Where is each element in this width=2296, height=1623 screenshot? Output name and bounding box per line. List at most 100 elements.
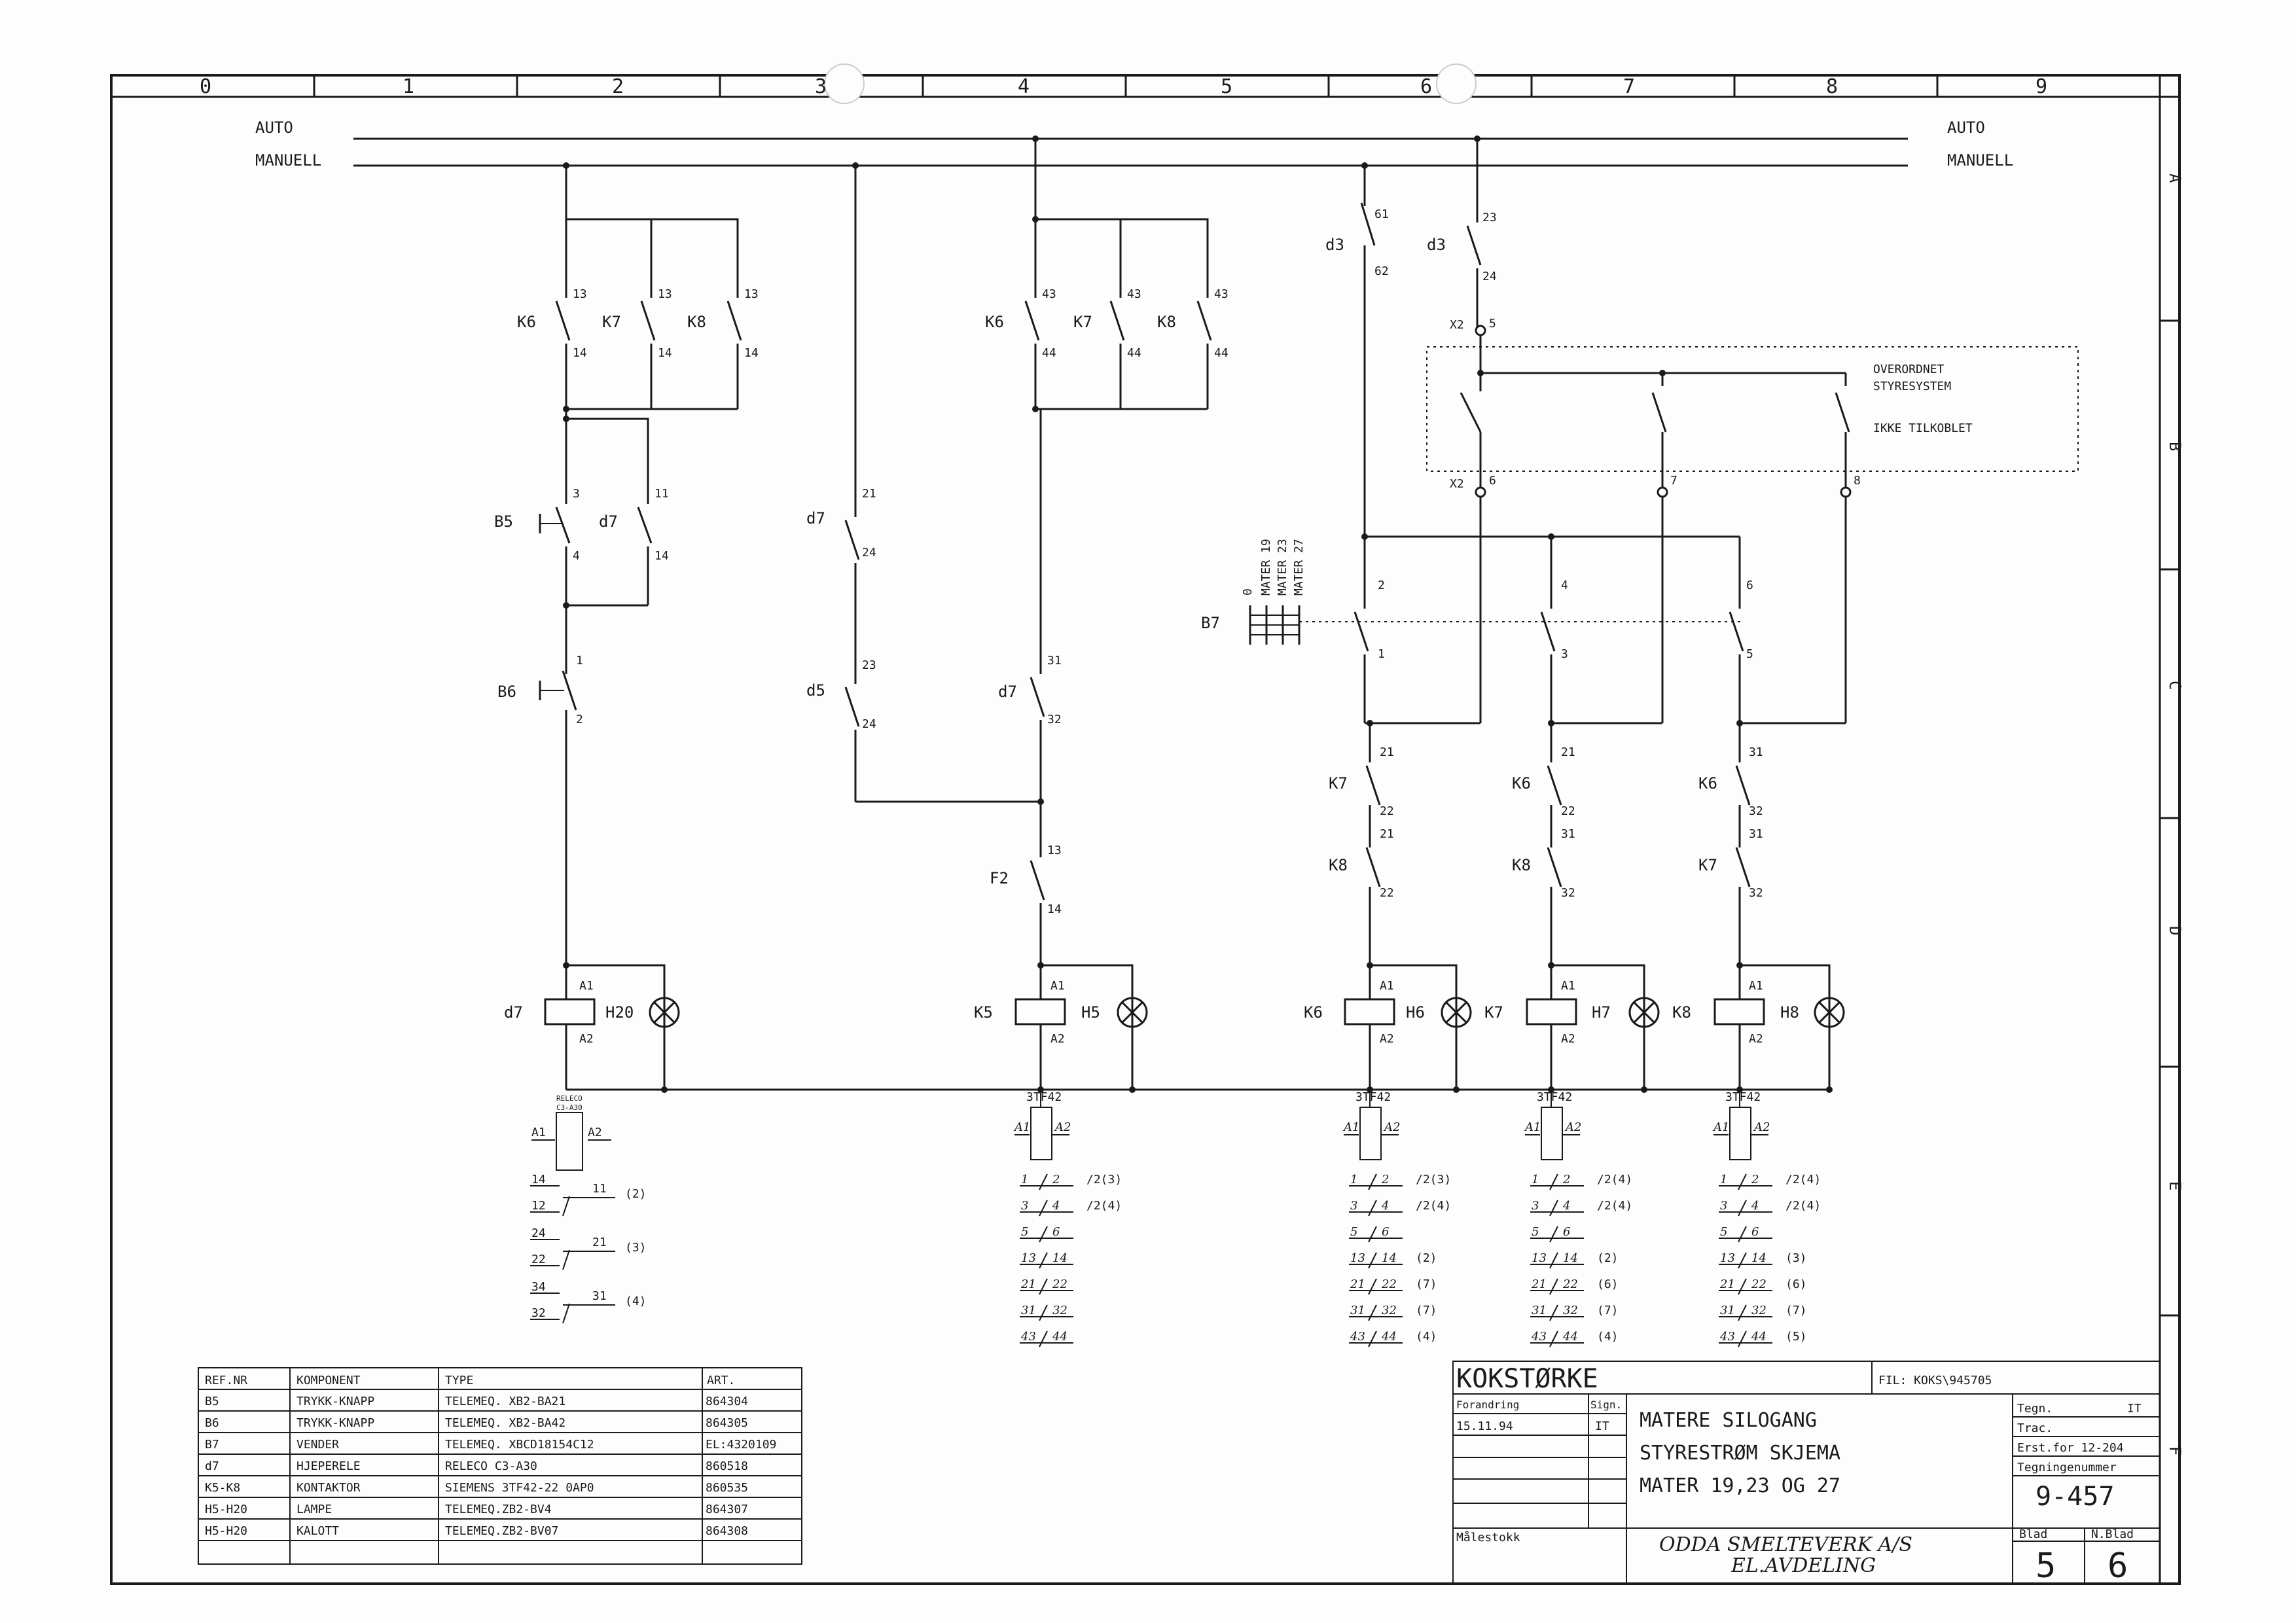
term: 22 xyxy=(1380,886,1394,900)
contact-right: 32 xyxy=(1382,1304,1397,1317)
contact-mark xyxy=(1549,1304,1558,1321)
table-cell: TRYKK-KNAPP xyxy=(296,1395,374,1408)
row-D: D xyxy=(2166,926,2184,935)
contact-ref: (2) xyxy=(625,1187,647,1201)
contact-right: 11 xyxy=(592,1182,607,1196)
term: 13 xyxy=(658,287,672,301)
table-cell: LAMPE xyxy=(296,1503,332,1516)
term: 2 xyxy=(576,713,583,726)
contact-left: 1 xyxy=(1532,1173,1539,1186)
table-cell: 860535 xyxy=(706,1481,748,1495)
return-rail xyxy=(566,1086,1833,1093)
col-2: 2 xyxy=(612,75,624,98)
contact-right: 4 xyxy=(1052,1199,1060,1213)
contact-right: 4 xyxy=(1381,1199,1389,1213)
tegn-value: IT xyxy=(2127,1402,2142,1416)
b7-label-23: MATER 23 xyxy=(1276,539,1289,596)
term: 32 xyxy=(1749,804,1763,818)
trac-label: Trac. xyxy=(2017,1421,2053,1435)
term: A2 xyxy=(1749,1032,1763,1046)
b7-label-19: MATER 19 xyxy=(1259,539,1273,596)
contact-left: 32 xyxy=(531,1306,546,1320)
contact-ref: /2(4) xyxy=(1597,1173,1632,1186)
contact-left: 24 xyxy=(531,1226,546,1240)
contact-ref: (3) xyxy=(625,1241,647,1255)
table-cell: 864304 xyxy=(706,1395,748,1408)
label-b5: B5 xyxy=(494,512,513,531)
label-k7-il: K7 xyxy=(1329,774,1348,793)
contact-left: 3 xyxy=(1532,1199,1539,1213)
coil-a1: A1 xyxy=(1342,1120,1359,1134)
term: 4 xyxy=(1561,579,1568,592)
table-cell: TELEMEQ. XB2-BA42 xyxy=(445,1416,565,1430)
label-d7-auto: d7 xyxy=(998,683,1017,701)
coil-a2: A2 xyxy=(1753,1120,1770,1134)
contact-right: 31 xyxy=(592,1289,607,1303)
contact-right: 32 xyxy=(1052,1304,1067,1317)
overordnet-box xyxy=(1426,346,2079,472)
nblad-label: N.Blad xyxy=(2091,1527,2134,1541)
label-h6: H6 xyxy=(1406,1003,1425,1022)
contact-mark xyxy=(1549,1330,1558,1347)
contact-left: 21 xyxy=(1719,1277,1735,1291)
term: 44 xyxy=(1127,346,1141,360)
contact-mark xyxy=(1368,1330,1377,1347)
term: 31 xyxy=(1749,745,1763,759)
contact-mark xyxy=(1039,1330,1048,1347)
label-d7-hold: d7 xyxy=(599,512,618,531)
contact-mark xyxy=(1039,1304,1048,1321)
contact-mark xyxy=(1039,1278,1048,1295)
relay-type-label: 3TF42 xyxy=(1026,1090,1062,1104)
col-0: 0 xyxy=(200,75,211,98)
row-C: C xyxy=(2166,681,2184,690)
contact-left: 21 xyxy=(1350,1277,1365,1291)
contact-mark xyxy=(1738,1278,1747,1295)
term: 43 xyxy=(1042,287,1056,301)
contact-right: 44 xyxy=(1381,1330,1397,1344)
label-coil-d7: d7 xyxy=(504,1003,523,1022)
term: 62 xyxy=(1374,264,1389,278)
contact-left: 12 xyxy=(531,1199,546,1213)
term: 43 xyxy=(1127,287,1141,301)
term: 13 xyxy=(1047,844,1062,857)
label-k7-b: K7 xyxy=(1073,313,1092,331)
tegningnummer-label: Tegningenummer xyxy=(2017,1461,2117,1474)
contact-right: 6 xyxy=(1563,1225,1570,1239)
contact-ref: (4) xyxy=(625,1294,647,1308)
contact-ref: /2(4) xyxy=(1785,1199,1821,1213)
title-line-1: MATERE SILOGANG xyxy=(1640,1409,1817,1432)
term: 44 xyxy=(1214,346,1229,360)
table-cell: TELEMEQ.ZB2-BV4 xyxy=(445,1503,552,1516)
row-F: F xyxy=(2166,1446,2184,1455)
coil-a2: A2 xyxy=(1383,1120,1400,1134)
th-ref: REF.NR xyxy=(205,1374,247,1387)
contact-mark xyxy=(1368,1173,1377,1190)
term: 23 xyxy=(862,658,876,672)
label-coil-k7: K7 xyxy=(1484,1003,1503,1022)
term: 23 xyxy=(1482,211,1497,224)
contact-ref: (7) xyxy=(1416,1277,1437,1291)
table-cell: 860518 xyxy=(706,1459,748,1473)
overordnet-1: OVERORDNET xyxy=(1873,363,1945,376)
term: 3 xyxy=(1561,647,1568,661)
relay-type-label: 3TF42 xyxy=(1725,1090,1761,1104)
table-cell: 864308 xyxy=(706,1524,748,1538)
contact-right: 21 xyxy=(592,1236,607,1249)
contact-mark xyxy=(1549,1200,1558,1217)
contact-mark xyxy=(1039,1200,1048,1217)
table-cell: KALOTT xyxy=(296,1524,339,1538)
contact-mark xyxy=(1549,1173,1558,1190)
col-8: 8 xyxy=(1826,75,1838,98)
col-6: 6 xyxy=(1420,75,1432,98)
contact-mark xyxy=(1368,1304,1377,1321)
contact-right: 4 xyxy=(1562,1199,1570,1213)
contact-ref: (7) xyxy=(1785,1304,1807,1317)
term: 31 xyxy=(1561,827,1575,841)
contact-references: RELECO C3-A30 A1 A2 xyxy=(531,1094,611,1171)
contact-right: 2 xyxy=(1052,1173,1060,1186)
